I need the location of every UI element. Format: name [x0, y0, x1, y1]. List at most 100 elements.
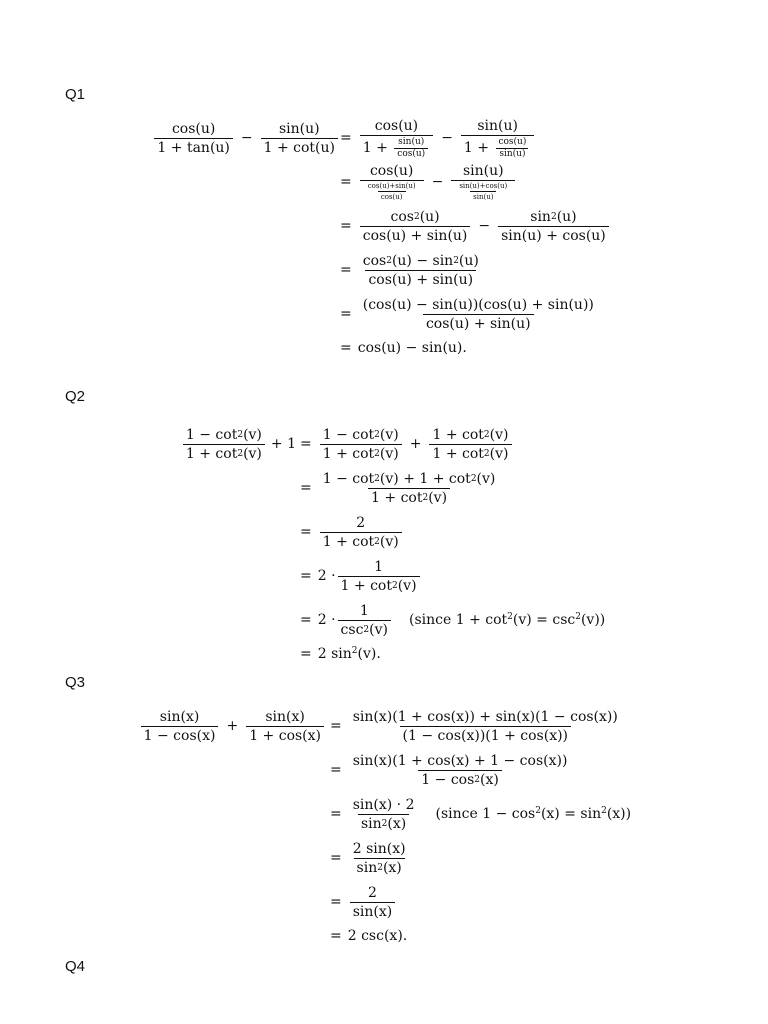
denominator: 1 + sin(u)cos(u)	[359, 134, 434, 159]
fraction: sin(x)1 + cos(x)	[246, 709, 324, 744]
derivation-row: = (cos(u) − sin(u))(cos(u) + sin(u)) cos…	[170, 292, 611, 336]
fraction: cos(u) cos(u)+sin(u)cos(u)	[359, 163, 424, 201]
identity-note: (since 1 + cot2(v) = csc2(v))	[409, 612, 605, 628]
numerator: cos(u)+sin(u)	[367, 182, 416, 190]
rhs-expression: = cos(u) cos(u)+sin(u)cos(u) − sin(u) si…	[340, 163, 517, 201]
denominator: cos(u)+sin(u)cos(u)	[359, 180, 424, 201]
fraction: cos(u) 1 + sin(u)cos(u)	[359, 117, 434, 159]
question-label-q4: Q4	[65, 958, 86, 975]
operator: +	[409, 436, 422, 452]
numerator: sin(u)+cos(u)	[459, 182, 508, 190]
derivation-row: = 2 csc(x).	[160, 924, 631, 948]
derivation-q3: sin(x)1 − cos(x) + sin(x)1 + cos(x) = si…	[140, 704, 631, 948]
equals-sign: =	[330, 928, 342, 944]
term: 1 + cot	[432, 445, 484, 462]
numerator: sin(x)	[265, 708, 305, 725]
term: 1 + cot	[340, 577, 392, 594]
term: (x)	[480, 771, 499, 788]
denominator: 1 + tan(u)	[154, 137, 233, 156]
fraction: cos(u)1 + tan(u)	[154, 121, 233, 156]
equals-sign: =	[340, 174, 352, 190]
term: 1 + cot	[371, 489, 423, 506]
rhs-expression: = cos(u) 1 + sin(u)cos(u) − sin(u) 1 + c…	[340, 118, 536, 159]
fraction: sin(x)(1 + cos(x)) + sin(x)(1 − cos(x)) …	[350, 709, 621, 744]
term: 1 + cot	[432, 426, 484, 443]
denominator: sin(u)	[496, 147, 529, 159]
term: cos	[362, 252, 387, 269]
derivation-row: = cos(u) cos(u)+sin(u)cos(u) − sin(u) si…	[170, 160, 611, 204]
term: (x)	[382, 859, 402, 876]
lhs-expression: sin(x)1 − cos(x) + sin(x)1 + cos(x)	[140, 709, 326, 744]
term: (x)	[387, 815, 407, 832]
term: csc	[340, 621, 364, 638]
denominator: cos(u) + sin(u)	[365, 269, 477, 288]
derivation-row: = cos(u) − sin(u).	[170, 336, 611, 360]
equals-sign: =	[340, 340, 352, 356]
derivation-row: = 2 sin(x)	[160, 880, 631, 924]
term: (v)	[243, 426, 262, 443]
result-expression: cos(u) − sin(u).	[357, 340, 467, 356]
equals-sign: =	[300, 524, 312, 540]
term: (v)	[397, 577, 417, 594]
numerator: 2 sin(x)	[352, 840, 406, 857]
rhs-expression: = 2 csc(x).	[326, 928, 407, 944]
denominator: 1 + cos(u)sin(u)	[460, 134, 535, 159]
equals-sign: =	[330, 718, 342, 734]
equals-sign: =	[300, 646, 312, 662]
term: 2 sin	[317, 646, 352, 662]
numerator: cos(u)	[374, 117, 419, 134]
identity-note: (since 1 − cos2(x) = sin2(x))	[436, 806, 632, 822]
term: (v)	[476, 470, 496, 487]
exponent: 2	[575, 612, 581, 622]
denominator: sin(u)+cos(u)sin(u)	[451, 180, 516, 201]
derivation-q1: cos(u)1 + tan(u) − sin(u)1 + cot(u) = co…	[154, 116, 611, 360]
nested-fraction: cos(u)+sin(u)cos(u)	[365, 182, 419, 201]
derivation-row: sin(x)1 − cos(x) + sin(x)1 + cos(x) = si…	[140, 704, 631, 748]
equals-sign: =	[300, 612, 312, 628]
term: (v)	[489, 426, 509, 443]
question-label-q3: Q3	[65, 674, 86, 691]
term: (v))	[580, 612, 606, 628]
term: (v)	[369, 621, 388, 638]
term: (x))	[606, 806, 632, 822]
operator: −	[240, 130, 253, 146]
exponent: 2	[351, 646, 358, 656]
term: 1 + cot	[322, 533, 375, 550]
fraction: sin(u) 1 + cos(u)sin(u)	[460, 118, 535, 159]
numerator: cos(u)	[498, 136, 527, 147]
rhs-expression: = 2 sin2(v).	[296, 646, 381, 662]
rhs-expression: = sin(x)(1 + cos(x)) + sin(x)(1 − cos(x)…	[326, 709, 623, 744]
question-label-q2: Q2	[65, 388, 86, 405]
rhs-expression: = 2 sin(x)	[326, 885, 397, 920]
denominator: 1 + cot(u)	[260, 137, 338, 156]
term: (v)	[243, 445, 262, 462]
numerator: sin(x)(1 + cos(x)) + sin(x)(1 − cos(x))	[352, 708, 618, 725]
fraction: (cos(u) − sin(u))(cos(u) + sin(u)) cos(u…	[360, 297, 597, 332]
result-expression: 2 sin2(v).	[318, 646, 381, 662]
exponent: 2	[601, 806, 607, 816]
denominator: 1 − cos(x)	[140, 725, 219, 744]
fraction: 2 sin(x)	[349, 885, 396, 920]
term: 1 − cos	[421, 771, 475, 788]
